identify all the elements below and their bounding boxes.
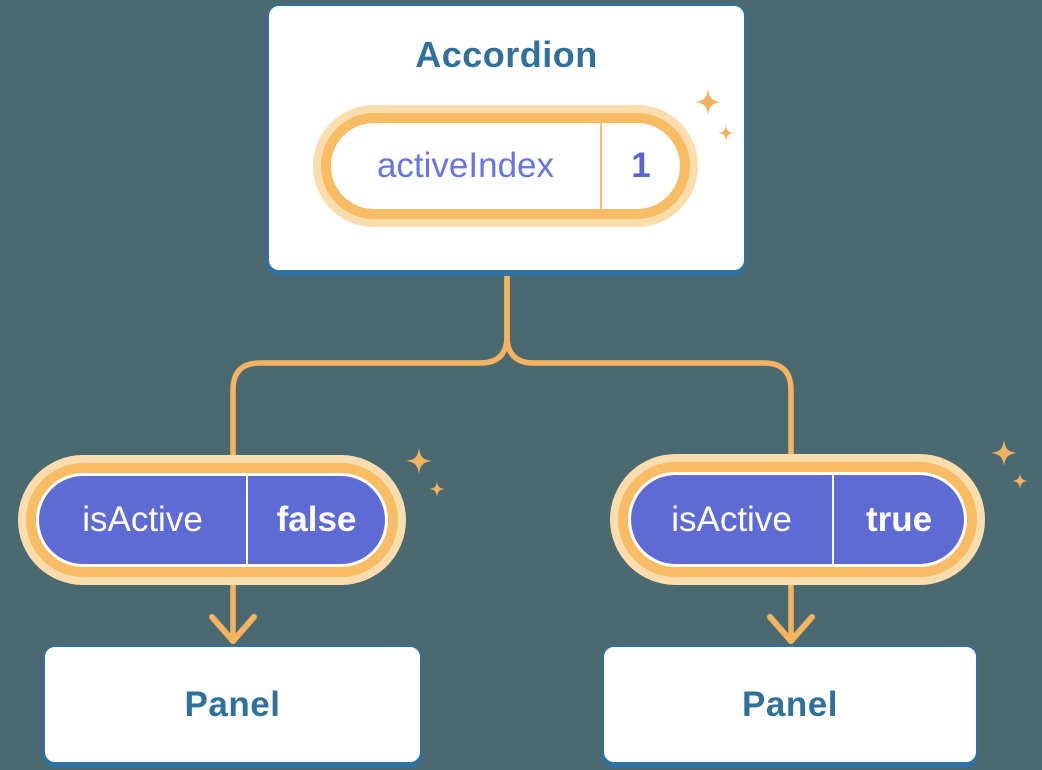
sparkle-icon: [694, 88, 722, 116]
arrowhead-down-icon: [767, 614, 815, 644]
sparkle-icon: [1012, 473, 1028, 489]
panel-card-right: Panel: [602, 645, 978, 764]
pill-core: isActive true: [628, 472, 967, 567]
pill-core: activeIndex 1: [331, 123, 680, 209]
sparkle-icon: [405, 447, 433, 475]
accordion-title: Accordion: [415, 34, 598, 75]
sparkle-icon: [429, 481, 445, 497]
pill-core: isActive false: [36, 473, 388, 567]
pill-ring: isActive false: [26, 463, 398, 577]
pill-divider: [832, 475, 834, 564]
state-label: isActive: [82, 500, 203, 539]
state-pill-is-active-true: isActive true: [610, 454, 985, 585]
state-pill-is-active-false: isActive false: [18, 455, 406, 585]
panel-label: Panel: [742, 684, 838, 724]
sparkle-icon: [718, 125, 734, 141]
pill-ring: isActive true: [618, 462, 977, 577]
state-value: 1: [631, 146, 651, 185]
state-pill-active-index: activeIndex 1: [313, 105, 698, 227]
arrowhead-down-icon: [209, 614, 257, 644]
pill-ring: activeIndex 1: [321, 113, 690, 219]
state-value: true: [865, 499, 933, 539]
pill-divider: [600, 123, 602, 209]
state-label: isActive: [671, 499, 792, 539]
sparkle-icon: [990, 439, 1018, 467]
panel-card-left: Panel: [43, 645, 422, 764]
panel-label: Panel: [184, 684, 281, 724]
state-label: activeIndex: [376, 146, 555, 185]
state-value: false: [276, 500, 357, 539]
